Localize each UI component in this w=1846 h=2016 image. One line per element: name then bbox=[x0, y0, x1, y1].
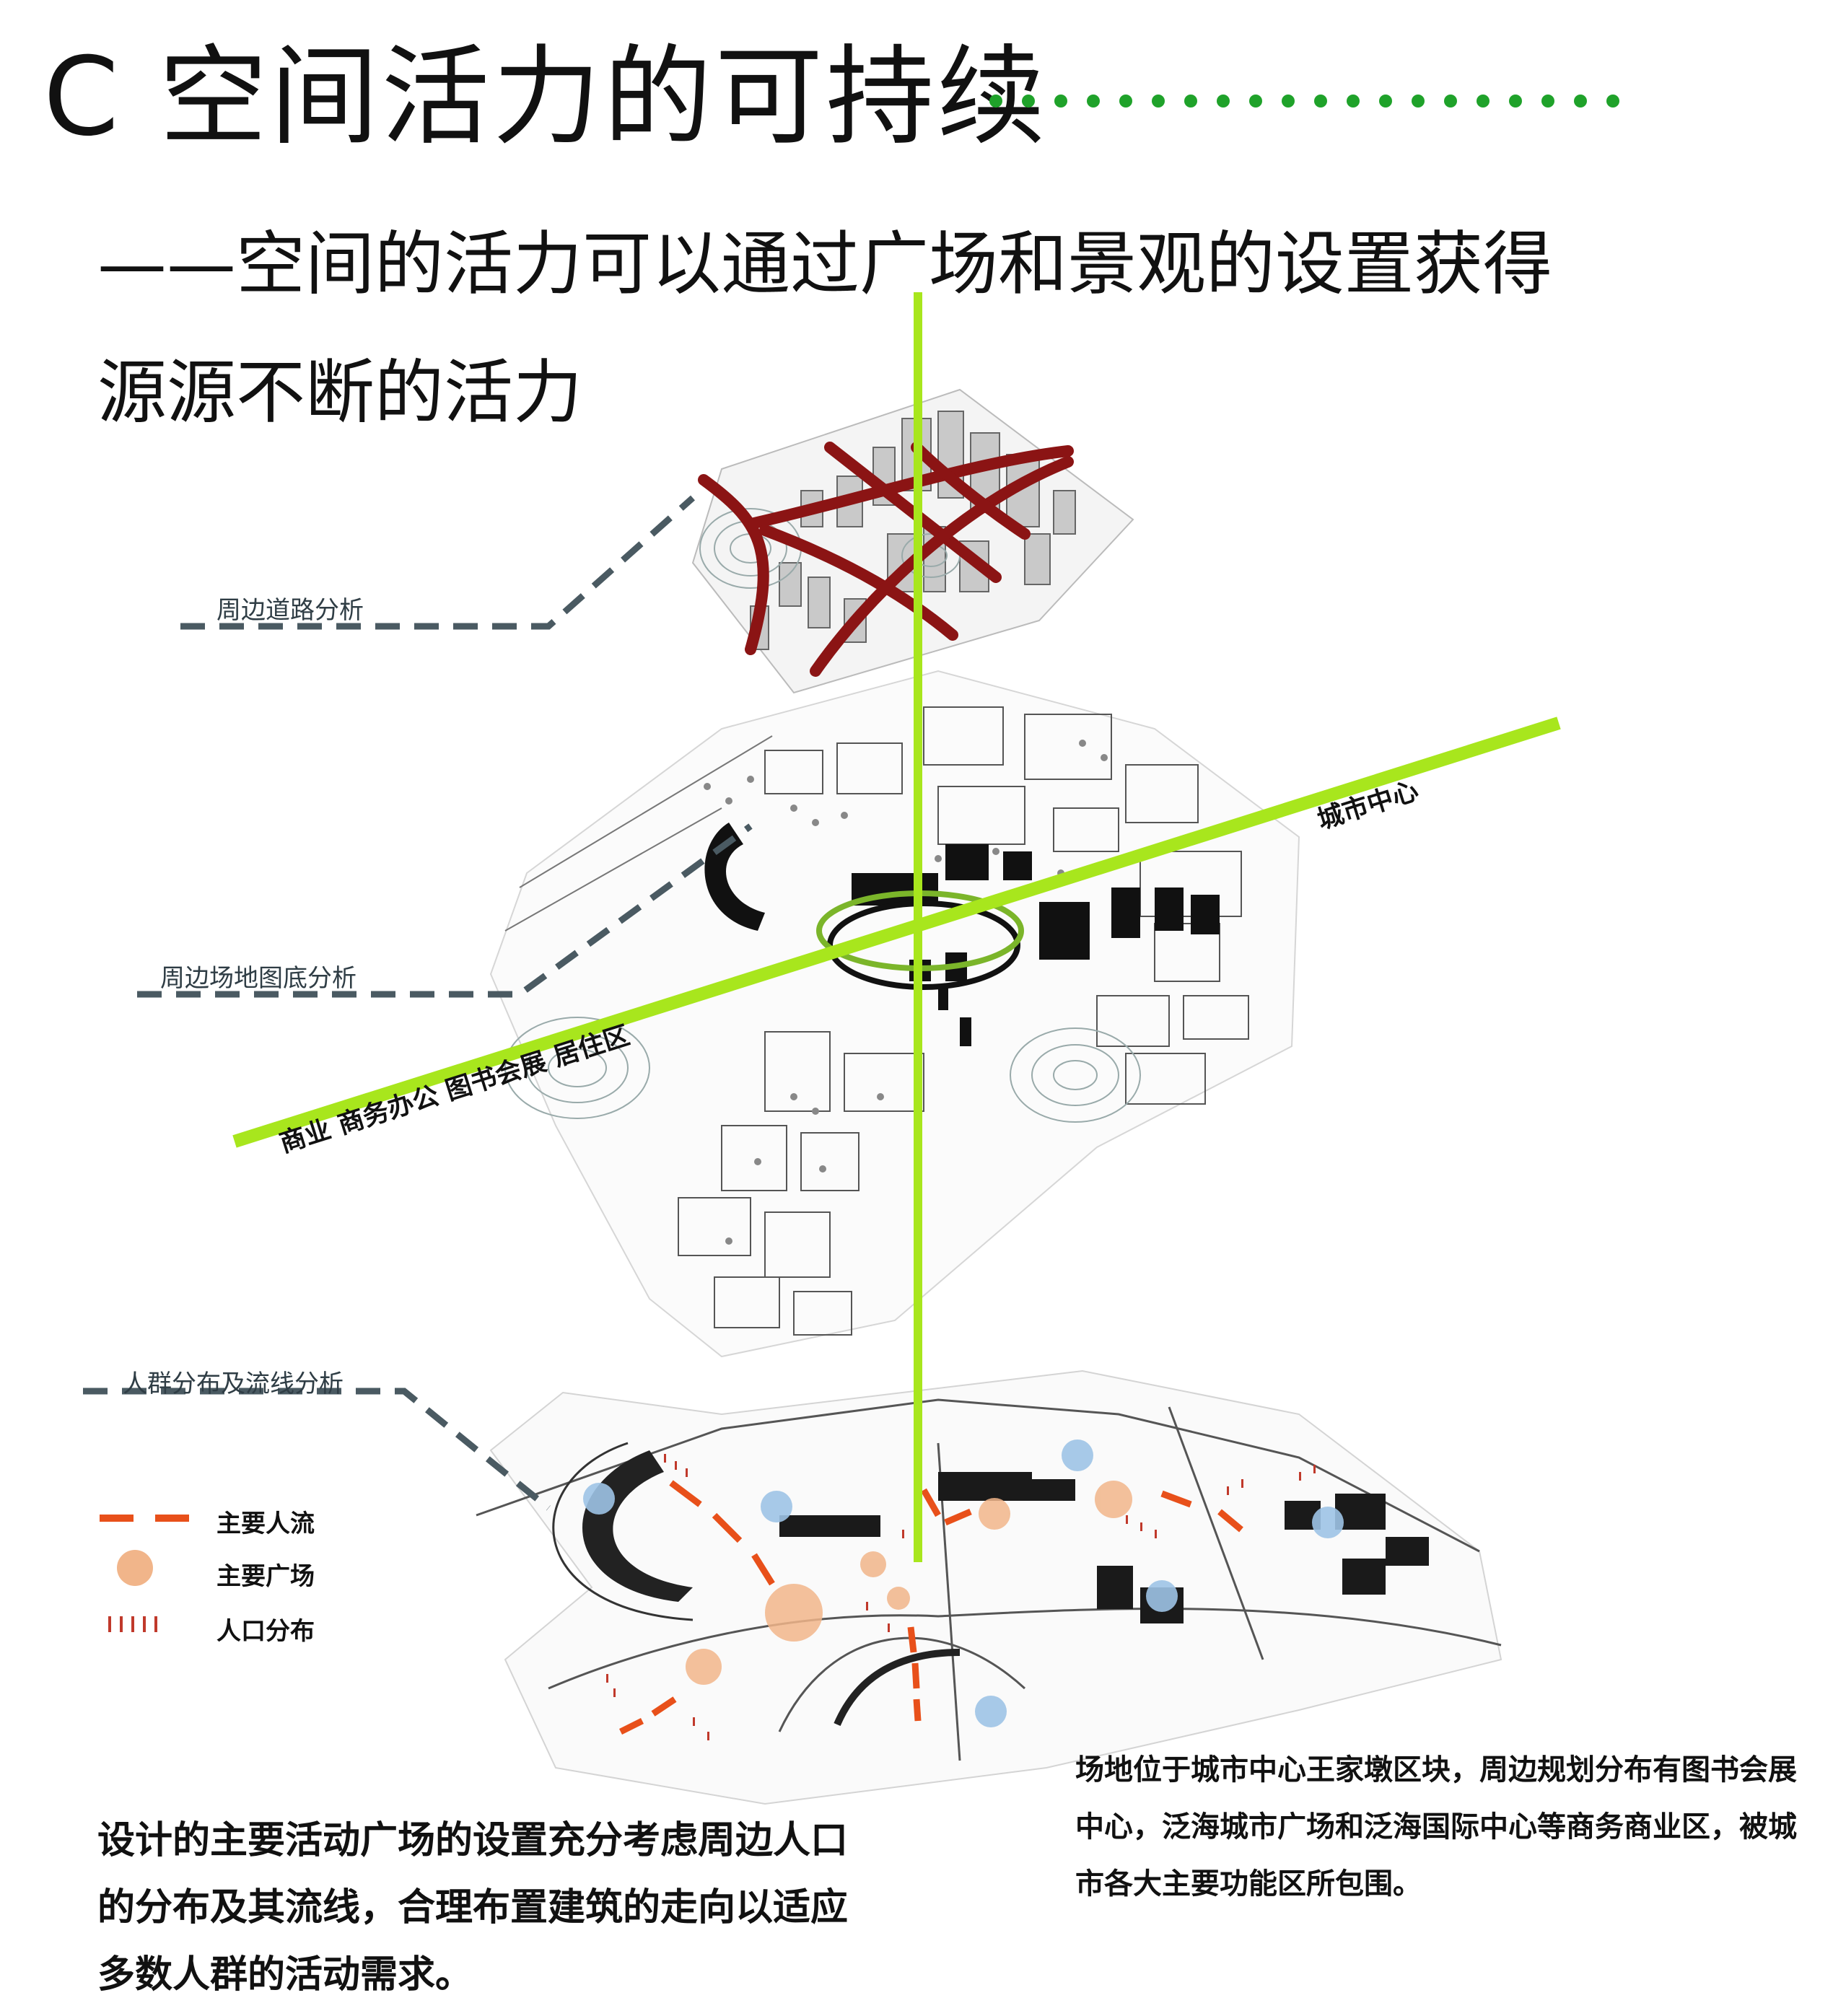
road-analysis-map bbox=[691, 388, 1134, 694]
site-description-text: 场地位于城市中心王家墩区块，周边规划分布有图书会展中心，泛海城市广场和泛海国际中… bbox=[1075, 1753, 1797, 1901]
crowd-leader-line bbox=[83, 1388, 551, 1511]
road-leader-line bbox=[180, 495, 695, 630]
legend-icons bbox=[100, 1515, 189, 1632]
road-analysis-label: 周边道路分析 bbox=[216, 596, 364, 625]
legend-main-plaza-label: 主要广场 bbox=[216, 1562, 315, 1591]
crowd-flow-map bbox=[476, 1369, 1502, 1805]
legend-population-label: 人口分布 bbox=[216, 1617, 315, 1646]
subheading: 源源不断的活力 bbox=[97, 352, 582, 433]
design-description-text: 设计的主要活动广场的设置充分考虑周边人口的分布及其流线，合理布置建筑的走向以适应… bbox=[97, 1819, 849, 1997]
figure-ground-leader-line bbox=[137, 823, 753, 998]
subtitle: ——空间的活力可以通过广场和景观的设置获得 bbox=[97, 224, 1552, 304]
city-axis-line bbox=[232, 716, 1561, 1148]
legend-main-flow-label: 主要人流 bbox=[216, 1509, 315, 1538]
figure-ground-map bbox=[489, 670, 1300, 1358]
dotted-line-decoration bbox=[989, 95, 1619, 108]
crowd-analysis-label: 人群分布及流线分析 bbox=[123, 1369, 344, 1398]
figure-ground-analysis-label: 周边场地图底分析 bbox=[160, 964, 356, 993]
page-title: C 空间活力的可持续 bbox=[43, 35, 1049, 160]
